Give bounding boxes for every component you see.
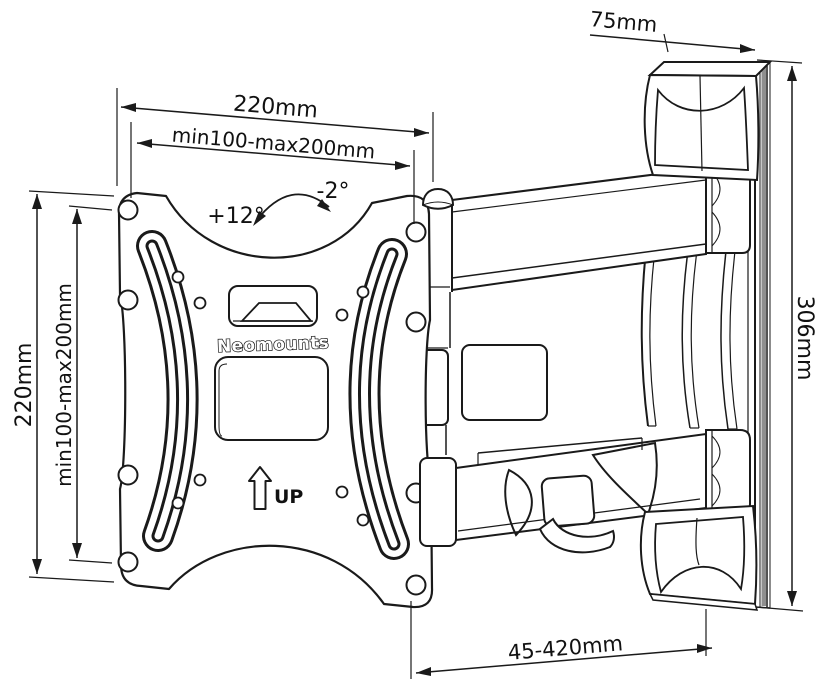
mesh-panel xyxy=(654,85,749,171)
dim-wall-plate-height-label: 306mm xyxy=(792,296,817,381)
upper-arm xyxy=(451,166,751,421)
lower-arm-wall-bracket xyxy=(705,429,751,513)
tilt-down-label: -2° xyxy=(317,179,350,204)
dim-plate-height-label: 220mm xyxy=(12,343,37,428)
wall-arm-cover xyxy=(640,172,749,506)
brand-logo: Neomounts xyxy=(217,333,330,357)
mesh-panel xyxy=(504,468,533,537)
dim-wall-cap-depth: 75mm xyxy=(589,7,756,53)
dim-plate-width-label: 220mm xyxy=(232,92,319,124)
dim-wall-cap-depth-label: 75mm xyxy=(589,7,658,37)
up-label: UP xyxy=(274,486,303,508)
wall-plate xyxy=(753,60,771,609)
tilt-annotation: +12° -2° xyxy=(207,179,349,229)
tilt-arrowhead-left xyxy=(253,211,266,226)
handle-cutout xyxy=(228,285,318,327)
mesh-panel xyxy=(654,516,746,595)
wall-plate-edge-strip xyxy=(761,64,766,606)
wall-cap-top xyxy=(643,61,773,182)
dim-extension-range: 45-420mm xyxy=(410,601,713,679)
tilt-arrowhead-right xyxy=(317,199,331,212)
center-cutout xyxy=(214,356,329,441)
up-arrow-icon xyxy=(248,466,272,510)
dim-extension-range-label: 45-420mm xyxy=(507,631,624,665)
wall-cap-bottom xyxy=(639,504,759,611)
dim-plate-height-vesa-label: min100-max200mm xyxy=(52,283,76,487)
mounting-slot-left xyxy=(136,230,199,552)
arm-cover-plate xyxy=(540,474,596,528)
hinge-cap xyxy=(421,187,455,210)
cable-clip xyxy=(538,517,615,554)
dim-plate-width-vesa-label: min100-max200mm xyxy=(171,123,376,164)
dim-plate-width: 220mm xyxy=(116,88,434,186)
dim-wall-plate-height: 306mm xyxy=(755,59,817,612)
upper-arm-hinge-plate xyxy=(461,344,548,421)
tilt-up-label: +12° xyxy=(207,204,264,229)
mounting-slot-right xyxy=(348,238,410,560)
dim-plate-height: 220mm xyxy=(12,190,115,583)
vesa-plate: Neomounts UP xyxy=(117,191,434,609)
dim-plate-height-vesa: min100-max200mm xyxy=(52,205,113,564)
lower-arm-hinge-bracket xyxy=(419,457,457,547)
